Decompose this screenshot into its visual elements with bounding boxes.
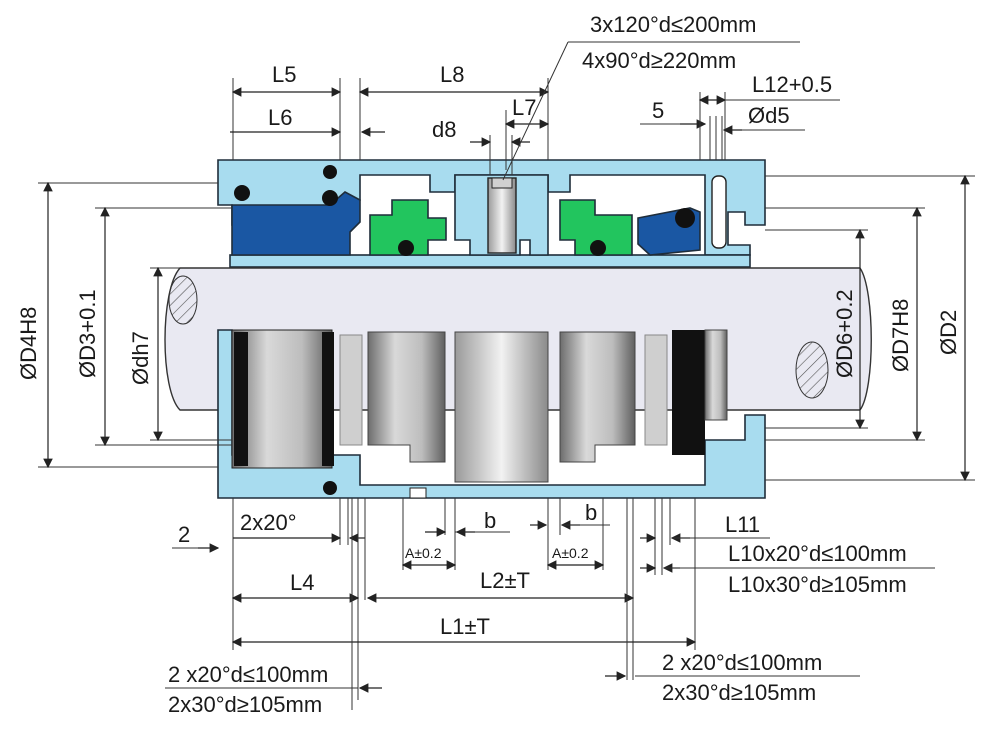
label-L7: L7 bbox=[512, 95, 536, 120]
label-L12: L12+0.5 bbox=[752, 72, 832, 97]
label-five: 5 bbox=[652, 98, 664, 123]
label-L4: L4 bbox=[290, 570, 314, 595]
label-d5: Ød5 bbox=[748, 103, 790, 128]
note-bottom-left-1: 2 x20°d≤100mm bbox=[168, 662, 328, 687]
label-dh7: Ødh7 bbox=[128, 331, 153, 385]
right-end-sleeve bbox=[704, 329, 728, 421]
label-d8: d8 bbox=[432, 117, 456, 142]
set-screw-head bbox=[491, 177, 513, 189]
sleeve-inner-strip bbox=[229, 254, 751, 268]
drive-pin bbox=[711, 175, 727, 249]
shaft-break-left bbox=[168, 275, 198, 325]
label-D7: ØD7H8 bbox=[888, 299, 913, 372]
lower-external-view bbox=[217, 329, 766, 499]
label-L1: L1±T bbox=[440, 614, 490, 639]
label-L5: L5 bbox=[272, 62, 296, 87]
o-ring-4 bbox=[398, 240, 414, 256]
note-bottom-right-1: 2 x20°d≤100mm bbox=[662, 650, 822, 675]
note-top-line-1: 3x120°d≤200mm bbox=[590, 12, 756, 37]
note-top-line-2: 4x90°d≥220mm bbox=[582, 48, 736, 73]
o-ring-1 bbox=[234, 185, 250, 201]
label-L8: L8 bbox=[440, 62, 464, 87]
label-D4: ØD4H8 bbox=[16, 307, 41, 380]
label-L2: L2±T bbox=[480, 568, 530, 593]
label-D2: ØD2 bbox=[936, 310, 961, 355]
label-L10-line-1: L10x20°d≤100mm bbox=[728, 541, 907, 566]
left-ring-band-2 bbox=[322, 332, 334, 466]
o-ring-5 bbox=[590, 240, 606, 256]
o-ring-7 bbox=[323, 481, 337, 495]
label-b-right: b bbox=[585, 500, 597, 525]
label-b-left: b bbox=[484, 508, 496, 533]
o-ring-3 bbox=[322, 190, 338, 206]
upper-cross-section bbox=[217, 159, 766, 268]
housing-bottom-notch bbox=[409, 487, 427, 499]
center-collar-body bbox=[454, 331, 549, 483]
right-spring-coils bbox=[644, 334, 668, 446]
shaft-break-right bbox=[795, 341, 829, 399]
label-L6: L6 bbox=[268, 105, 292, 130]
label-D6: ØD6+0.2 bbox=[832, 289, 857, 378]
spring-coils bbox=[339, 334, 363, 446]
set-screw bbox=[487, 177, 517, 254]
o-ring-6 bbox=[675, 208, 695, 228]
note-bottom-left-2: 2x30°d≥105mm bbox=[168, 692, 322, 717]
label-A-right: A±0.2 bbox=[552, 545, 589, 561]
label-L10-line-2: L10x30°d≥105mm bbox=[728, 572, 907, 597]
label-A-left: A±0.2 bbox=[405, 545, 442, 561]
note-bottom-right-2: 2x30°d≥105mm bbox=[662, 680, 816, 705]
left-rotating-ring bbox=[367, 331, 446, 463]
dimension-lines bbox=[38, 41, 975, 710]
o-ring-2 bbox=[323, 165, 337, 179]
left-spring-ring bbox=[231, 329, 333, 469]
label-chamfer: 2x20° bbox=[240, 510, 297, 535]
left-ring-band-1 bbox=[234, 332, 248, 466]
right-seal-face bbox=[559, 199, 633, 256]
dimension-labels: 3x120°d≤200mm 4x90°d≥220mm L5 L6 L8 L7 d… bbox=[16, 12, 961, 717]
right-rotating-ring bbox=[559, 331, 636, 463]
label-L11: L11 bbox=[725, 512, 760, 537]
right-end-ring bbox=[672, 330, 705, 455]
label-D3: ØD3+0.1 bbox=[75, 289, 100, 378]
label-two: 2 bbox=[178, 522, 190, 547]
